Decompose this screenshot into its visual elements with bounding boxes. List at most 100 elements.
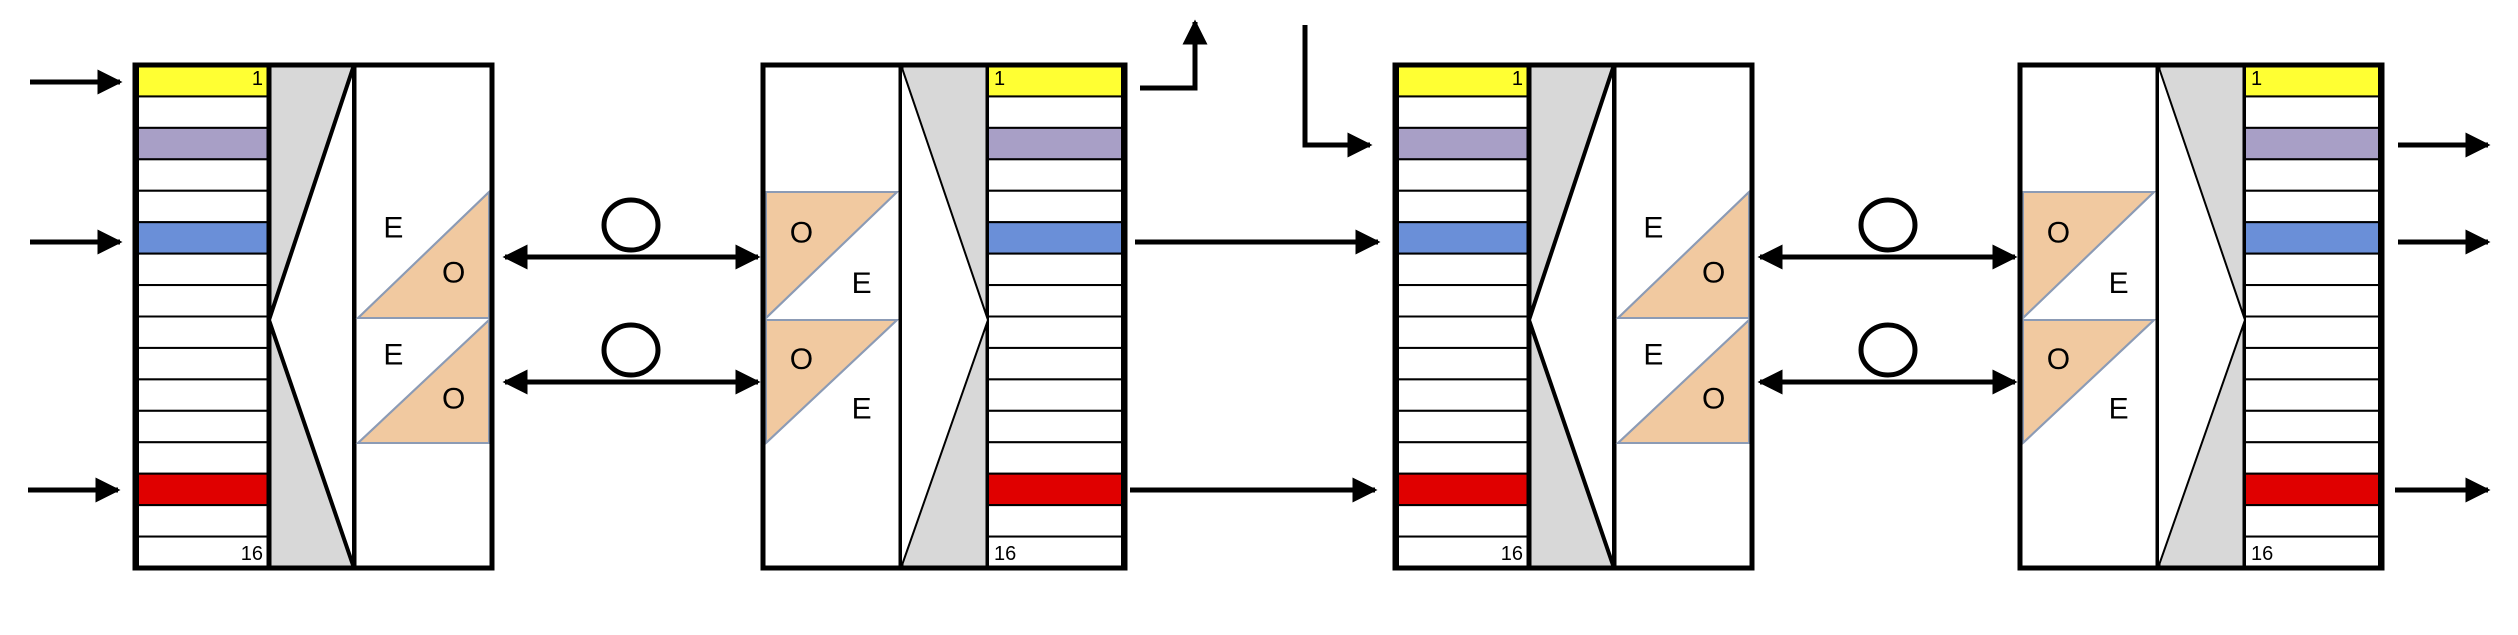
wavelength-channel bbox=[987, 346, 1123, 381]
node-frame bbox=[1392, 62, 1755, 571]
wavelength-channel bbox=[987, 441, 1123, 475]
wavelength-channel bbox=[987, 284, 1123, 318]
channel-number-first: 1 bbox=[2251, 68, 2262, 90]
wavelength-channel bbox=[2244, 158, 2380, 192]
wavelength-channel bbox=[2244, 378, 2380, 412]
converter-label-e: E bbox=[383, 211, 403, 244]
wavelength-channel bbox=[2244, 189, 2380, 224]
wavelength-channel bbox=[137, 221, 270, 255]
converter-label-o: O bbox=[2047, 343, 2070, 376]
wavelength-channel bbox=[1397, 378, 1530, 412]
converter-label-o: O bbox=[442, 257, 465, 290]
wavelength-channel bbox=[137, 126, 270, 161]
node-4: O E O E 1 16 bbox=[2017, 62, 2385, 571]
wavelength-channel bbox=[1397, 315, 1530, 349]
fiber-spool-icon bbox=[601, 322, 661, 378]
links bbox=[28, 19, 2491, 503]
wavelength-channel bbox=[987, 409, 1123, 444]
wavelength-channel bbox=[987, 252, 1123, 287]
wavelength-channel bbox=[137, 189, 270, 224]
drop-arrow bbox=[1140, 19, 1208, 91]
wavelength-channel bbox=[2244, 221, 2380, 255]
channel-number-last: 16 bbox=[241, 543, 263, 565]
channel-number-last: 16 bbox=[1501, 543, 1523, 565]
wavelength-channel bbox=[1397, 189, 1530, 224]
wavelength-channel bbox=[137, 346, 270, 381]
wavelength-channel bbox=[137, 472, 270, 507]
wavelength-channel bbox=[987, 378, 1123, 412]
wavelength-channel bbox=[2244, 315, 2380, 349]
converter-label-e: E bbox=[2109, 267, 2129, 300]
wavelength-channel bbox=[1397, 64, 1530, 98]
wavelength-channel bbox=[1397, 504, 1530, 538]
wavelength-channel bbox=[2244, 284, 2380, 318]
converter-label-o: O bbox=[790, 216, 813, 249]
wavelength-channel bbox=[137, 252, 270, 287]
wavelength-channel bbox=[1397, 441, 1530, 475]
wavelength-channel bbox=[1397, 409, 1530, 444]
multiplexer-triangle bbox=[900, 64, 990, 569]
wavelength-channel bbox=[987, 504, 1123, 538]
wavelength-channel bbox=[2244, 535, 2380, 569]
wavelength-channel bbox=[2244, 64, 2380, 98]
wavelength-channel bbox=[987, 472, 1123, 507]
wavelength-channel bbox=[987, 315, 1123, 349]
wavelength-channel bbox=[1397, 158, 1530, 192]
wavelength-channel bbox=[987, 535, 1123, 569]
wavelength-channel bbox=[137, 315, 270, 349]
wavelength-channel bbox=[2244, 95, 2380, 129]
node-frame bbox=[2017, 62, 2385, 571]
wavelength-channel bbox=[2244, 504, 2380, 538]
node-1: 1 16 E O E O bbox=[132, 62, 495, 571]
converter-label-e: E bbox=[852, 267, 872, 300]
node-frame bbox=[760, 62, 1128, 571]
channel-number-first: 1 bbox=[1512, 68, 1523, 90]
converter-label-e: E bbox=[383, 338, 403, 371]
channel-number-last: 16 bbox=[2251, 543, 2273, 565]
wavelength-channel bbox=[987, 126, 1123, 161]
wavelength-channel bbox=[1397, 346, 1530, 381]
wavelength-channel bbox=[987, 189, 1123, 224]
fiber-spool-icon bbox=[1858, 197, 1918, 253]
wavelength-channel bbox=[1397, 472, 1530, 507]
node-3: 1 16 E O E O bbox=[1392, 62, 1755, 571]
converter-label-e: E bbox=[1643, 211, 1663, 244]
fiber-spool-icon bbox=[601, 197, 661, 253]
wavelength-channel bbox=[137, 284, 270, 318]
wavelength-channel bbox=[987, 64, 1123, 98]
converter-label-e: E bbox=[2109, 392, 2129, 425]
wavelength-channel bbox=[1397, 252, 1530, 287]
multiplexer-triangle bbox=[2157, 64, 2247, 569]
converter-label-e: E bbox=[1643, 338, 1663, 371]
channel-number-first: 1 bbox=[252, 68, 263, 90]
channel-number-first: 1 bbox=[994, 68, 1005, 90]
wavelength-channel bbox=[137, 504, 270, 538]
wavelength-channel bbox=[137, 95, 270, 129]
wavelength-channel bbox=[1397, 126, 1530, 161]
wavelength-channel bbox=[2244, 126, 2380, 161]
converter-label-o: O bbox=[1702, 383, 1725, 416]
wavelength-channel bbox=[137, 409, 270, 444]
wavelength-channel bbox=[1397, 284, 1530, 318]
wavelength-channel bbox=[137, 378, 270, 412]
wavelength-channel bbox=[137, 441, 270, 475]
wavelength-channel bbox=[2244, 409, 2380, 444]
converter-label-o: O bbox=[1702, 257, 1725, 290]
add-arrow bbox=[1302, 25, 1373, 158]
wavelength-channel bbox=[2244, 252, 2380, 287]
node-frame bbox=[132, 62, 495, 571]
wavelength-channel bbox=[987, 158, 1123, 192]
wavelength-channel bbox=[137, 64, 270, 98]
wavelength-channel bbox=[2244, 441, 2380, 475]
wavelength-channel bbox=[1397, 221, 1530, 255]
wavelength-channel bbox=[987, 95, 1123, 129]
multiplexer-triangle bbox=[266, 64, 356, 569]
converter-label-o: O bbox=[2047, 216, 2070, 249]
wavelength-channel bbox=[2244, 472, 2380, 507]
converter-label-o: O bbox=[442, 383, 465, 416]
wavelength-channel bbox=[1397, 95, 1530, 129]
wavelength-channel bbox=[137, 158, 270, 192]
multiplexer-triangle bbox=[1526, 64, 1616, 569]
